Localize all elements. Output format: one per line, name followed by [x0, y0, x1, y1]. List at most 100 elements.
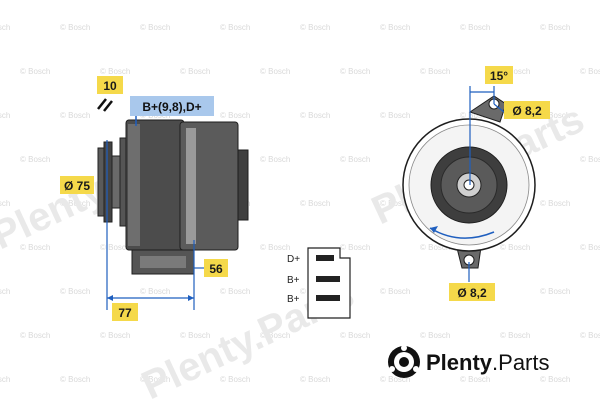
watermark-small-67: © Bosch: [220, 375, 250, 384]
connector-diagram: D+ B+ B+: [287, 247, 351, 319]
watermark-small-22: © Bosch: [460, 111, 490, 120]
terminal-label-text: B+(9,8),D+: [142, 100, 201, 114]
rotation-arrowhead: [430, 226, 438, 233]
pin-label-badge: 10: [97, 76, 123, 94]
watermark-small-68: © Bosch: [300, 375, 330, 384]
connector-label-1: D+: [287, 254, 300, 265]
rotation-arrow: [429, 227, 495, 239]
hole-top-badge: Ø 8,2: [504, 101, 550, 119]
watermark-small-11: © Bosch: [260, 67, 290, 76]
watermark-small-27: © Bosch: [260, 155, 290, 164]
angle-badge: 15°: [485, 66, 513, 84]
watermark-small-14: © Bosch: [500, 67, 530, 76]
watermark-small-41: © Bosch: [100, 243, 130, 252]
hatch-icon: [97, 98, 113, 112]
watermark-small-45: © Bosch: [420, 243, 450, 252]
terminal-label-badge: B+(9,8),D+: [130, 96, 214, 126]
watermark-small-40: © Bosch: [20, 243, 50, 252]
pulley-diameter-badge: Ø 75: [60, 176, 94, 194]
watermark-small-28: © Bosch: [340, 155, 370, 164]
watermark-small-23: © Bosch: [540, 111, 570, 120]
watermark-small-51: © Bosch: [220, 287, 250, 296]
watermark-small-62: © Bosch: [500, 331, 530, 340]
angle-bg: [485, 66, 513, 84]
dim-77-badge: 77: [112, 303, 138, 321]
dim-56-text: 56: [209, 262, 223, 276]
connector-pin-2: [316, 276, 340, 282]
watermark-small-15: © Bosch: [580, 67, 600, 76]
watermark-small-59: © Bosch: [260, 331, 290, 340]
watermark-small-3: © Bosch: [220, 23, 250, 32]
pulley-diameter-text: Ø 75: [64, 179, 90, 193]
pulley-hub: [111, 155, 121, 209]
watermark-small-33: © Bosch: [60, 199, 90, 208]
hole-bottom-badge: Ø 8,2: [449, 283, 495, 301]
watermark-small-50: © Bosch: [140, 287, 170, 296]
brand-text: Plenty.Parts: [426, 350, 550, 375]
watermark-small-55: © Bosch: [540, 287, 570, 296]
watermark-small-1: © Bosch: [60, 23, 90, 32]
watermark-small-57: © Bosch: [100, 331, 130, 340]
watermark-small-24: © Bosch: [20, 155, 50, 164]
brand-name: Plenty: [426, 350, 493, 375]
watermark-small-64: © Bosch: [0, 375, 10, 384]
watermark-small-37: © Bosch: [380, 199, 410, 208]
dim-56-badge: 56: [204, 259, 228, 277]
watermark-small-66: © Bosch: [140, 375, 170, 384]
hole-bottom-text: Ø 8,2: [457, 286, 487, 300]
pulley-diameter-bg: [60, 176, 94, 194]
watermark-small-69: © Bosch: [380, 375, 410, 384]
watermark-small-19: © Bosch: [220, 111, 250, 120]
watermark-small-39: © Bosch: [540, 199, 570, 208]
watermark-small-58: © Bosch: [180, 331, 210, 340]
watermark-small-49: © Bosch: [60, 287, 90, 296]
watermark-small-31: © Bosch: [580, 155, 600, 164]
watermark-small-21: © Bosch: [380, 111, 410, 120]
hole-top-bg: [504, 101, 550, 119]
alternator-front-view: [402, 95, 536, 269]
gear-wheel-icon: [388, 345, 420, 378]
brand-suffix: .Parts: [492, 350, 549, 375]
watermark-small-0: © Bosch: [0, 23, 10, 32]
watermark-small-65: © Bosch: [60, 375, 90, 384]
watermark-small-48: © Bosch: [0, 287, 10, 296]
watermark-small-2: © Bosch: [140, 23, 170, 32]
terminal-label-bg: [130, 96, 214, 116]
dim-77-text: 77: [118, 306, 132, 320]
connector-pin-3: [316, 295, 340, 301]
watermark-small-17: © Bosch: [60, 111, 90, 120]
hole-top-text: Ø 8,2: [512, 104, 542, 118]
pin-label-text: 10: [103, 79, 117, 93]
watermark-small-60: © Bosch: [340, 331, 370, 340]
alternator-side-view: [97, 119, 249, 275]
watermark-small-20: © Bosch: [300, 111, 330, 120]
watermark-small-5: © Bosch: [380, 23, 410, 32]
angle-text: 15°: [490, 69, 508, 83]
watermark-small-13: © Bosch: [420, 67, 450, 76]
rear-housing-highlight: [186, 128, 196, 244]
watermark-small-71: © Bosch: [540, 375, 570, 384]
watermark-small-63: © Bosch: [580, 331, 600, 340]
dimension-lines-front: [468, 86, 505, 282]
dim-77-bg: [112, 303, 138, 321]
watermark-small-4: © Bosch: [300, 23, 330, 32]
watermark-small-36: © Bosch: [300, 199, 330, 208]
watermark-small-46: © Bosch: [500, 243, 530, 252]
pulley-rim: [103, 141, 113, 223]
brand-block: Plenty.Parts: [388, 345, 550, 378]
hole-top-leader: [493, 103, 505, 113]
dimension-lines-side: [106, 140, 204, 310]
hole-bottom-bg: [449, 283, 495, 301]
watermark-small-53: © Bosch: [380, 287, 410, 296]
watermark-small-61: © Bosch: [420, 331, 450, 340]
watermark-small-9: © Bosch: [100, 67, 130, 76]
shaft: [463, 179, 475, 191]
watermark-small-6: © Bosch: [460, 23, 490, 32]
watermark-small-70: © Bosch: [460, 375, 490, 384]
watermark-small-10: © Bosch: [180, 67, 210, 76]
mounting-foot-hole: [140, 256, 186, 268]
watermark-small-8: © Bosch: [20, 67, 50, 76]
watermark-small-44: © Bosch: [340, 243, 370, 252]
